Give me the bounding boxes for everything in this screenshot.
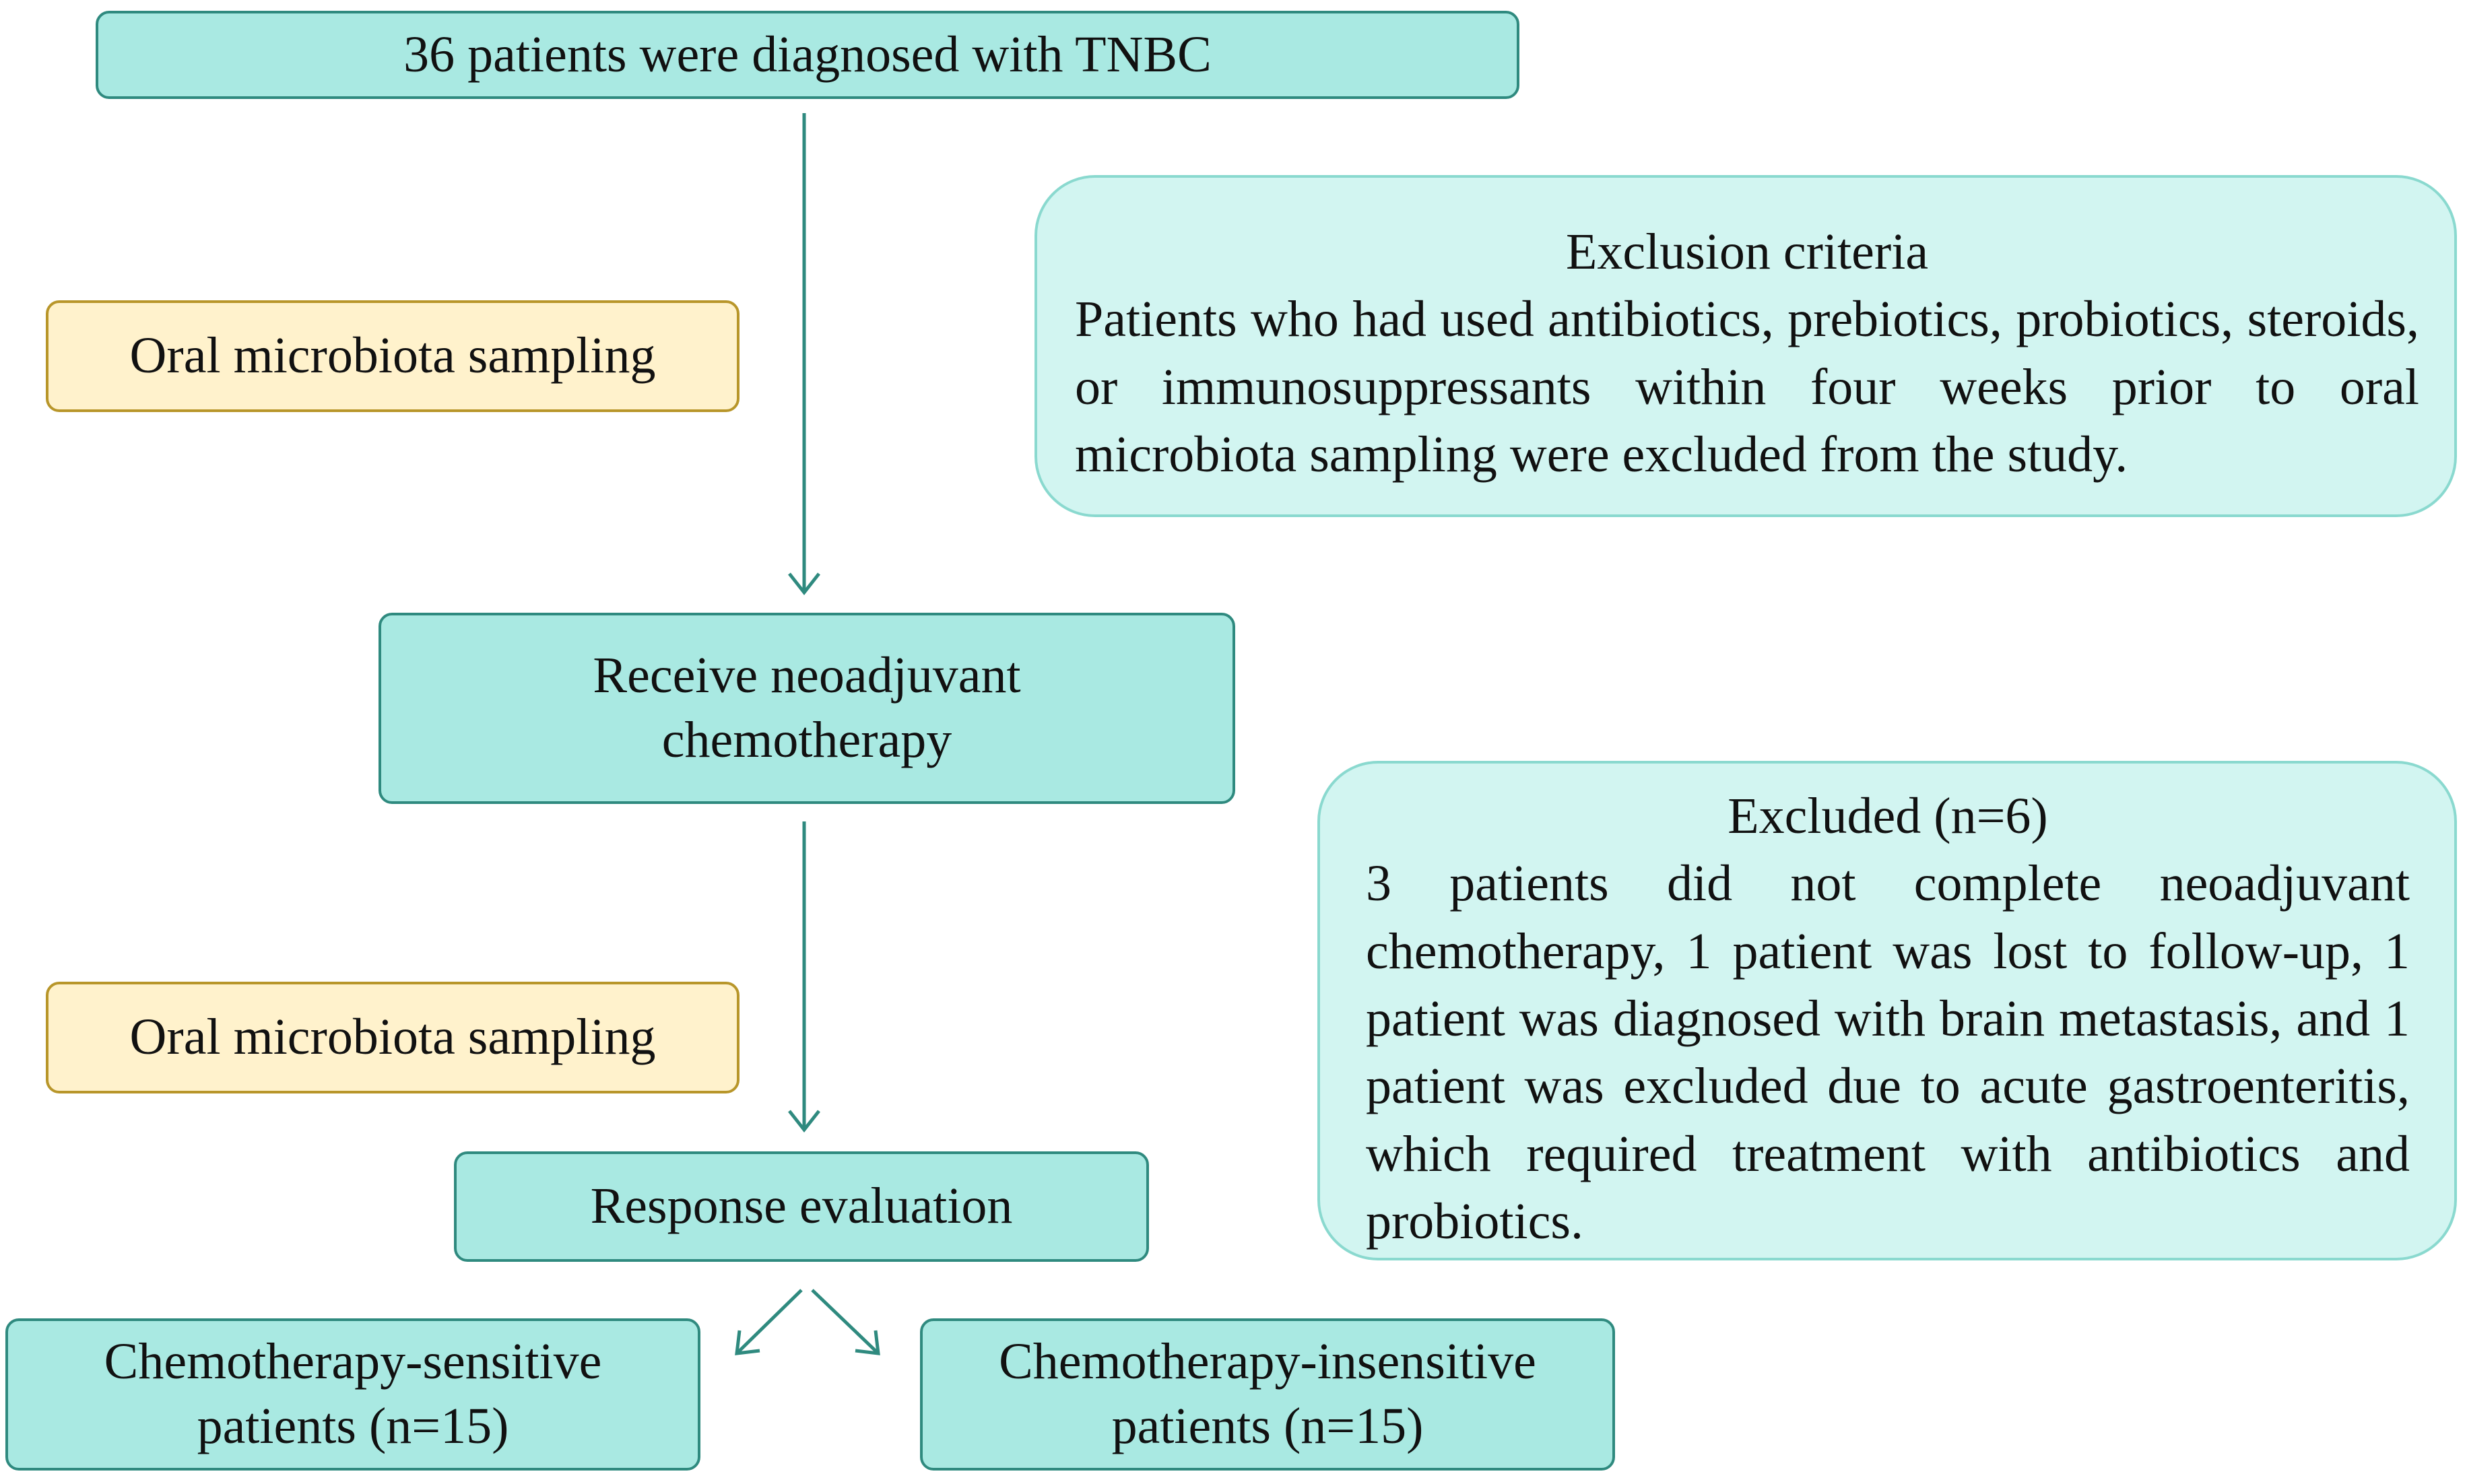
node-sensitive-label: Chemotherapy-sensitive patients (n=15) [104, 1333, 602, 1454]
node-response-label: Response evaluation [590, 1178, 1013, 1235]
node-insensitive: Chemotherapy-insensitive patients (n=15) [920, 1318, 1615, 1471]
arrow-response-to-sensitive [735, 1289, 803, 1355]
node-neoadjuvant: Receive neoadjuvant chemotherapy [379, 613, 1235, 804]
node-diagnosed-label: 36 patients were diagnosed with TNBC [403, 26, 1212, 83]
node-neoadjuvant-label: Receive neoadjuvant chemotherapy [593, 647, 1021, 768]
node-insensitive-label: Chemotherapy-insensitive patients (n=15) [999, 1333, 1536, 1454]
node-sensitive: Chemotherapy-sensitive patients (n=15) [5, 1318, 700, 1471]
excluded-title: Excluded (n=6) [1728, 788, 2048, 844]
exclusion-criteria-box: Exclusion criteria Patients who had used… [1034, 175, 2457, 517]
node-diagnosed: 36 patients were diagnosed with TNBC [96, 11, 1519, 99]
node-sampling-before-label: Oral microbiota sampling [129, 327, 656, 384]
exclusion-criteria-body: Patients who had used antibiotics, prebi… [1075, 291, 2419, 483]
node-sampling-after: Oral microbiota sampling [46, 982, 740, 1093]
exclusion-criteria-title: Exclusion criteria [1565, 224, 1929, 280]
arrow-neoadjuvant-to-response [788, 821, 820, 1133]
node-sampling-before: Oral microbiota sampling [46, 300, 740, 412]
arrow-response-to-insensitive [811, 1289, 880, 1355]
excluded-body: 3 patients did not complete neoadjuvant … [1366, 855, 2410, 1250]
excluded-box: Excluded (n=6) 3 patients did not comple… [1317, 761, 2457, 1260]
node-sampling-after-label: Oral microbiota sampling [129, 1009, 656, 1066]
arrow-diagnosed-to-neoadjuvant [788, 113, 820, 596]
node-response: Response evaluation [454, 1151, 1149, 1262]
